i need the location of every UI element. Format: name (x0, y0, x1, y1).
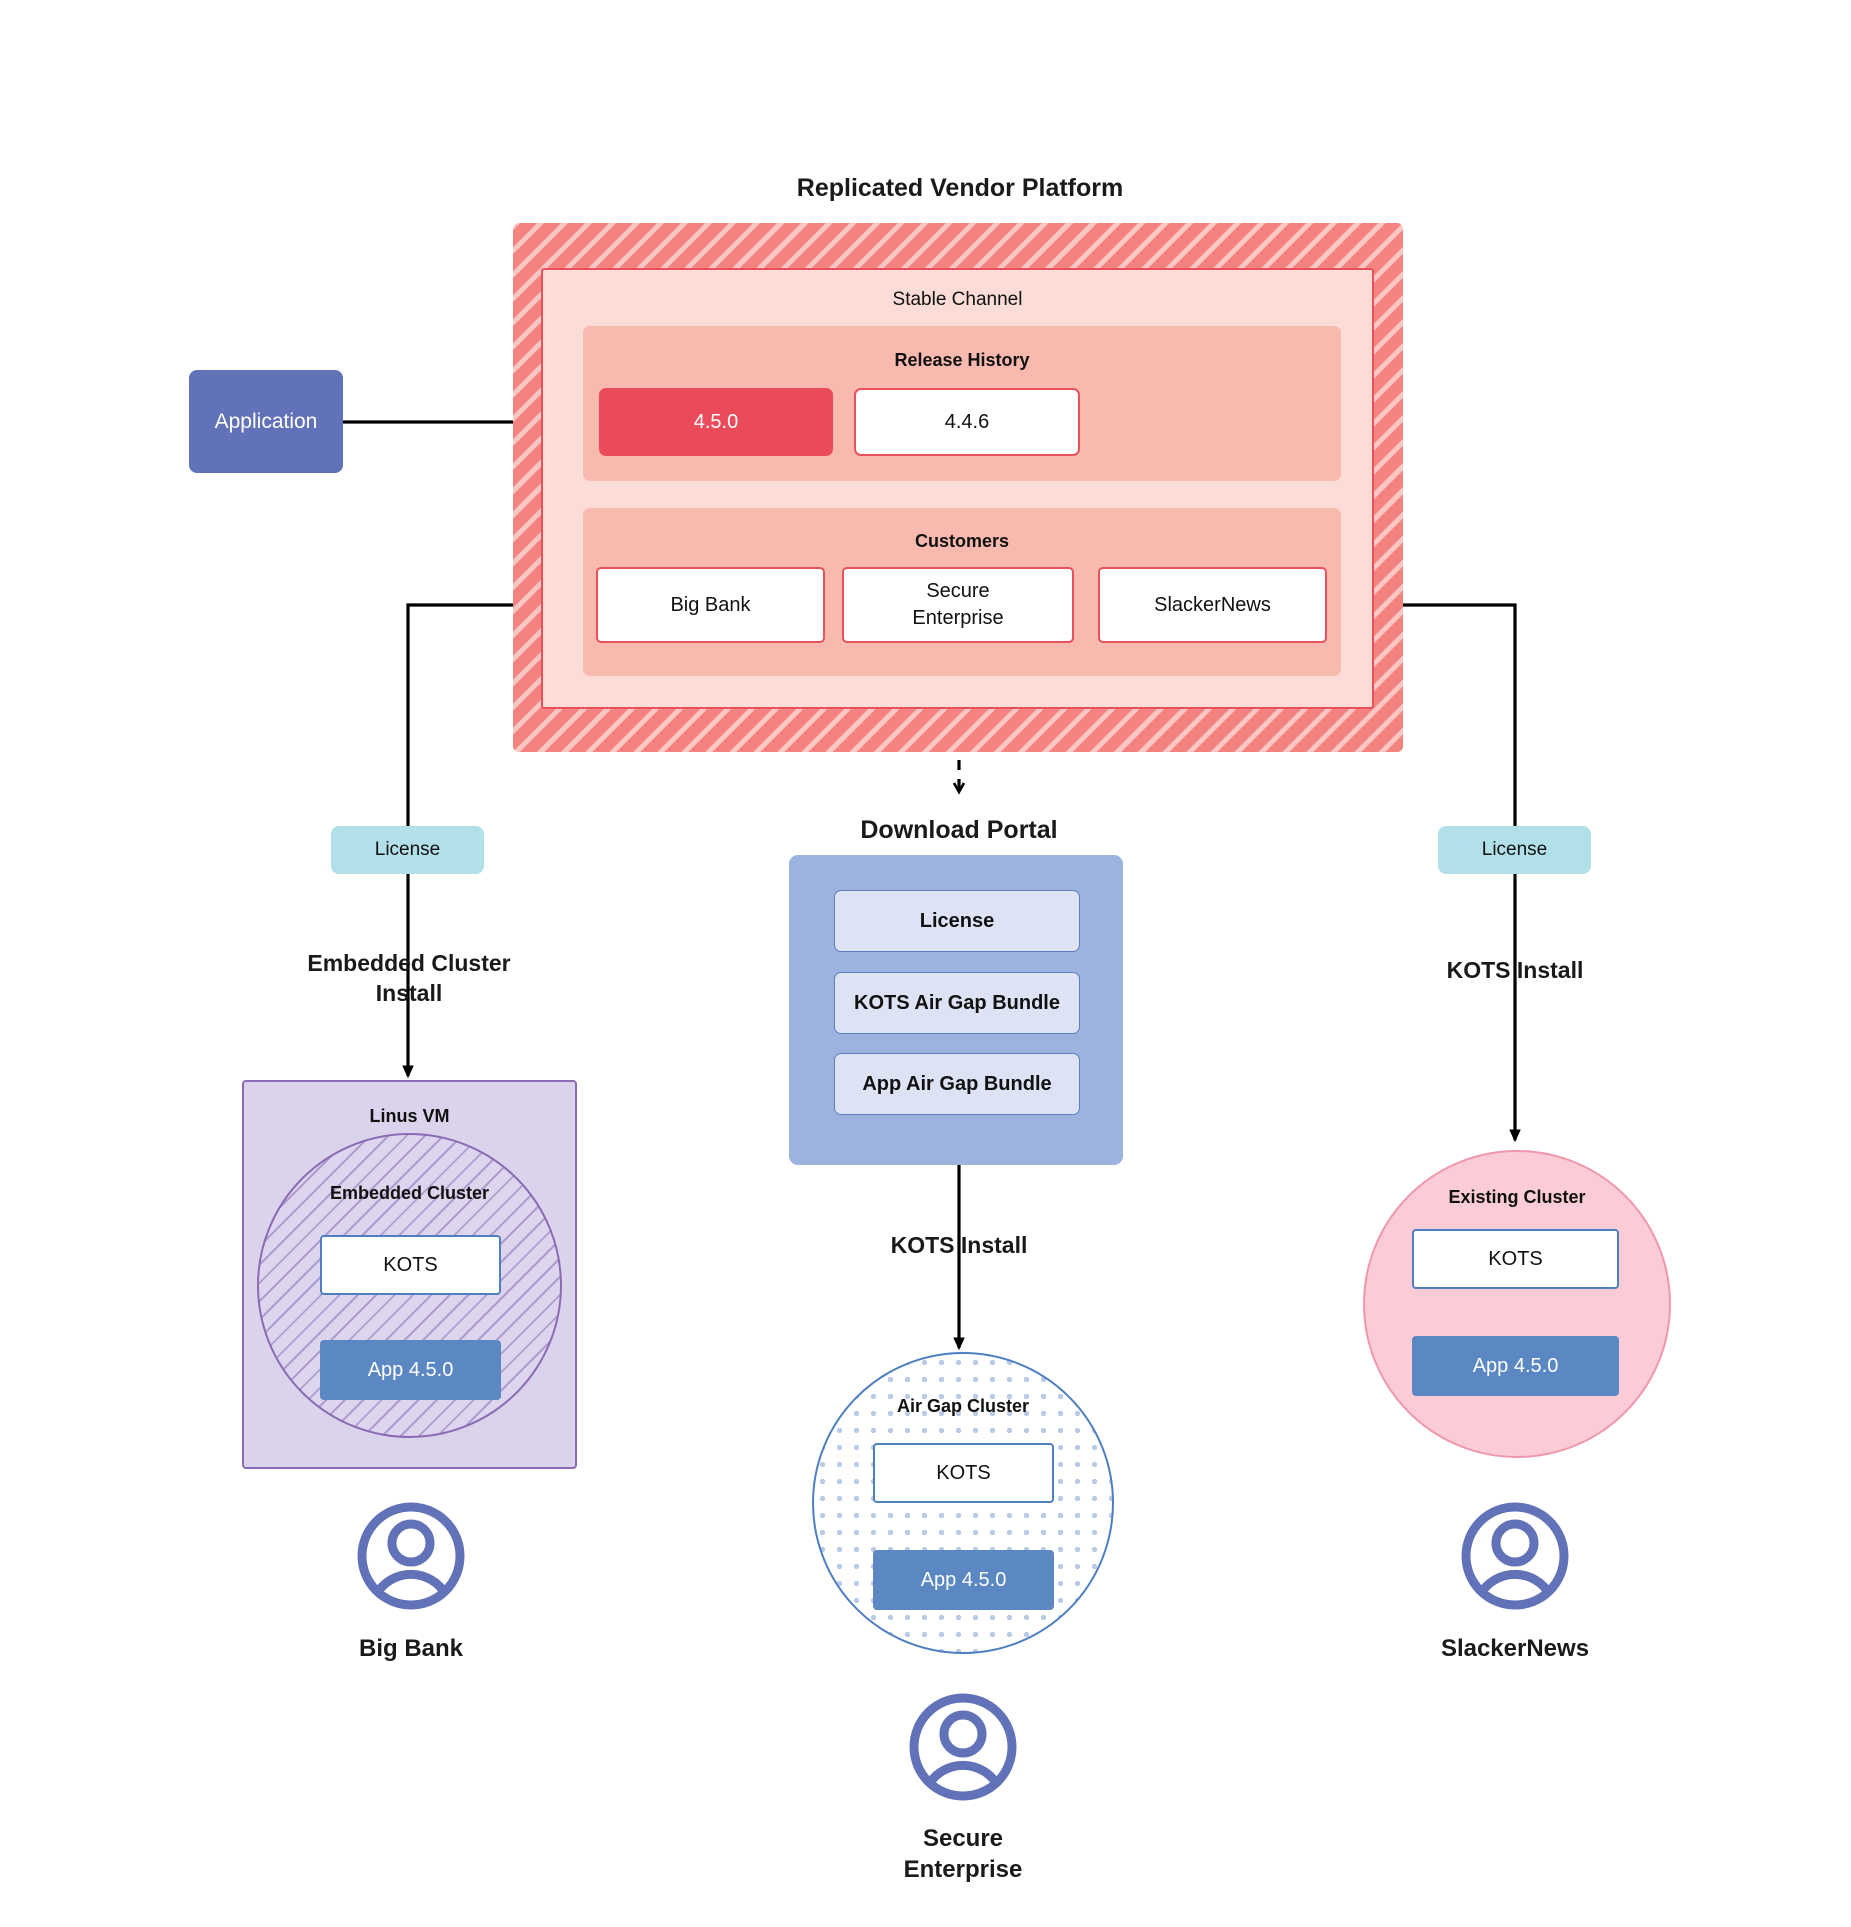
customer-name: Secure Enterprise (912, 580, 1004, 629)
portal-item-kots-air-gap-bundle[interactable]: KOTS Air Gap Bundle (834, 972, 1080, 1034)
portal-item-label: KOTS Air Gap Bundle (854, 991, 1060, 1014)
license-label: License (374, 839, 441, 860)
release-box-current[interactable]: 4.5.0 (599, 388, 833, 456)
kots-install-label-right: KOTS Install (1446, 957, 1584, 984)
kots-box-center[interactable]: KOTS (873, 1443, 1054, 1503)
release-version-past: 4.4.6 (944, 410, 990, 433)
app-label: App 4.5.0 (1472, 1354, 1559, 1377)
embedded-cluster-install-label: Embedded Cluster Install (307, 950, 511, 1006)
license-label: License (1481, 839, 1548, 860)
user-avatar-icon (908, 1692, 1018, 1802)
customer-box-secure-enterprise[interactable]: Secure Enterprise (842, 567, 1074, 643)
customer-label-slackernews: SlackerNews (1440, 1635, 1590, 1663)
kots-label: KOTS (1488, 1247, 1543, 1270)
app-label: App 4.5.0 (367, 1358, 454, 1381)
license-chip-left[interactable]: License (331, 826, 484, 874)
customer-box-big-bank[interactable]: Big Bank (596, 567, 825, 643)
kots-label: KOTS (383, 1253, 438, 1276)
portal-item-license[interactable]: License (834, 890, 1080, 952)
portal-item-label: License (919, 909, 995, 932)
app-box-center[interactable]: App 4.5.0 (873, 1550, 1054, 1610)
kots-install-label-center: KOTS Install (890, 1232, 1028, 1259)
linus-vm-label: Linus VM (369, 1105, 450, 1126)
page-title: Replicated Vendor Platform (796, 174, 1124, 203)
application-label: Application (214, 409, 318, 433)
release-history-label: Release History (894, 349, 1030, 370)
kots-box-left[interactable]: KOTS (320, 1235, 501, 1295)
portal-item-app-air-gap-bundle[interactable]: App Air Gap Bundle (834, 1053, 1080, 1115)
app-box-right[interactable]: App 4.5.0 (1412, 1336, 1619, 1396)
app-label: App 4.5.0 (920, 1568, 1007, 1591)
customer-label-secure-enterprise: Secure Enterprise (903, 1824, 1023, 1883)
existing-cluster-circle (1363, 1150, 1671, 1458)
embedded-cluster-label: Embedded Cluster (329, 1182, 490, 1203)
user-avatar-icon (356, 1501, 466, 1611)
release-box-past[interactable]: 4.4.6 (854, 388, 1080, 456)
customer-box-slackernews[interactable]: SlackerNews (1098, 567, 1327, 643)
license-chip-right[interactable]: License (1438, 826, 1591, 874)
kots-box-right[interactable]: KOTS (1412, 1229, 1619, 1289)
air-gap-cluster-circle (812, 1352, 1114, 1654)
existing-cluster-label: Existing Cluster (1448, 1186, 1586, 1207)
kots-label: KOTS (936, 1461, 991, 1484)
stable-channel-label: Stable Channel (892, 289, 1023, 310)
customer-label-big-bank: Big Bank (358, 1635, 463, 1663)
customer-name: Big Bank (670, 593, 751, 616)
release-version-current: 4.5.0 (693, 410, 739, 433)
customers-label: Customers (914, 530, 1010, 551)
app-box-left[interactable]: App 4.5.0 (320, 1340, 501, 1400)
user-avatar-icon (1460, 1501, 1570, 1611)
customer-name: SlackerNews (1154, 593, 1271, 616)
portal-item-label: App Air Gap Bundle (862, 1072, 1052, 1095)
download-portal-title: Download Portal (860, 816, 1058, 845)
application-box[interactable]: Application (189, 370, 343, 473)
air-gap-cluster-label: Air Gap Cluster (896, 1395, 1030, 1416)
